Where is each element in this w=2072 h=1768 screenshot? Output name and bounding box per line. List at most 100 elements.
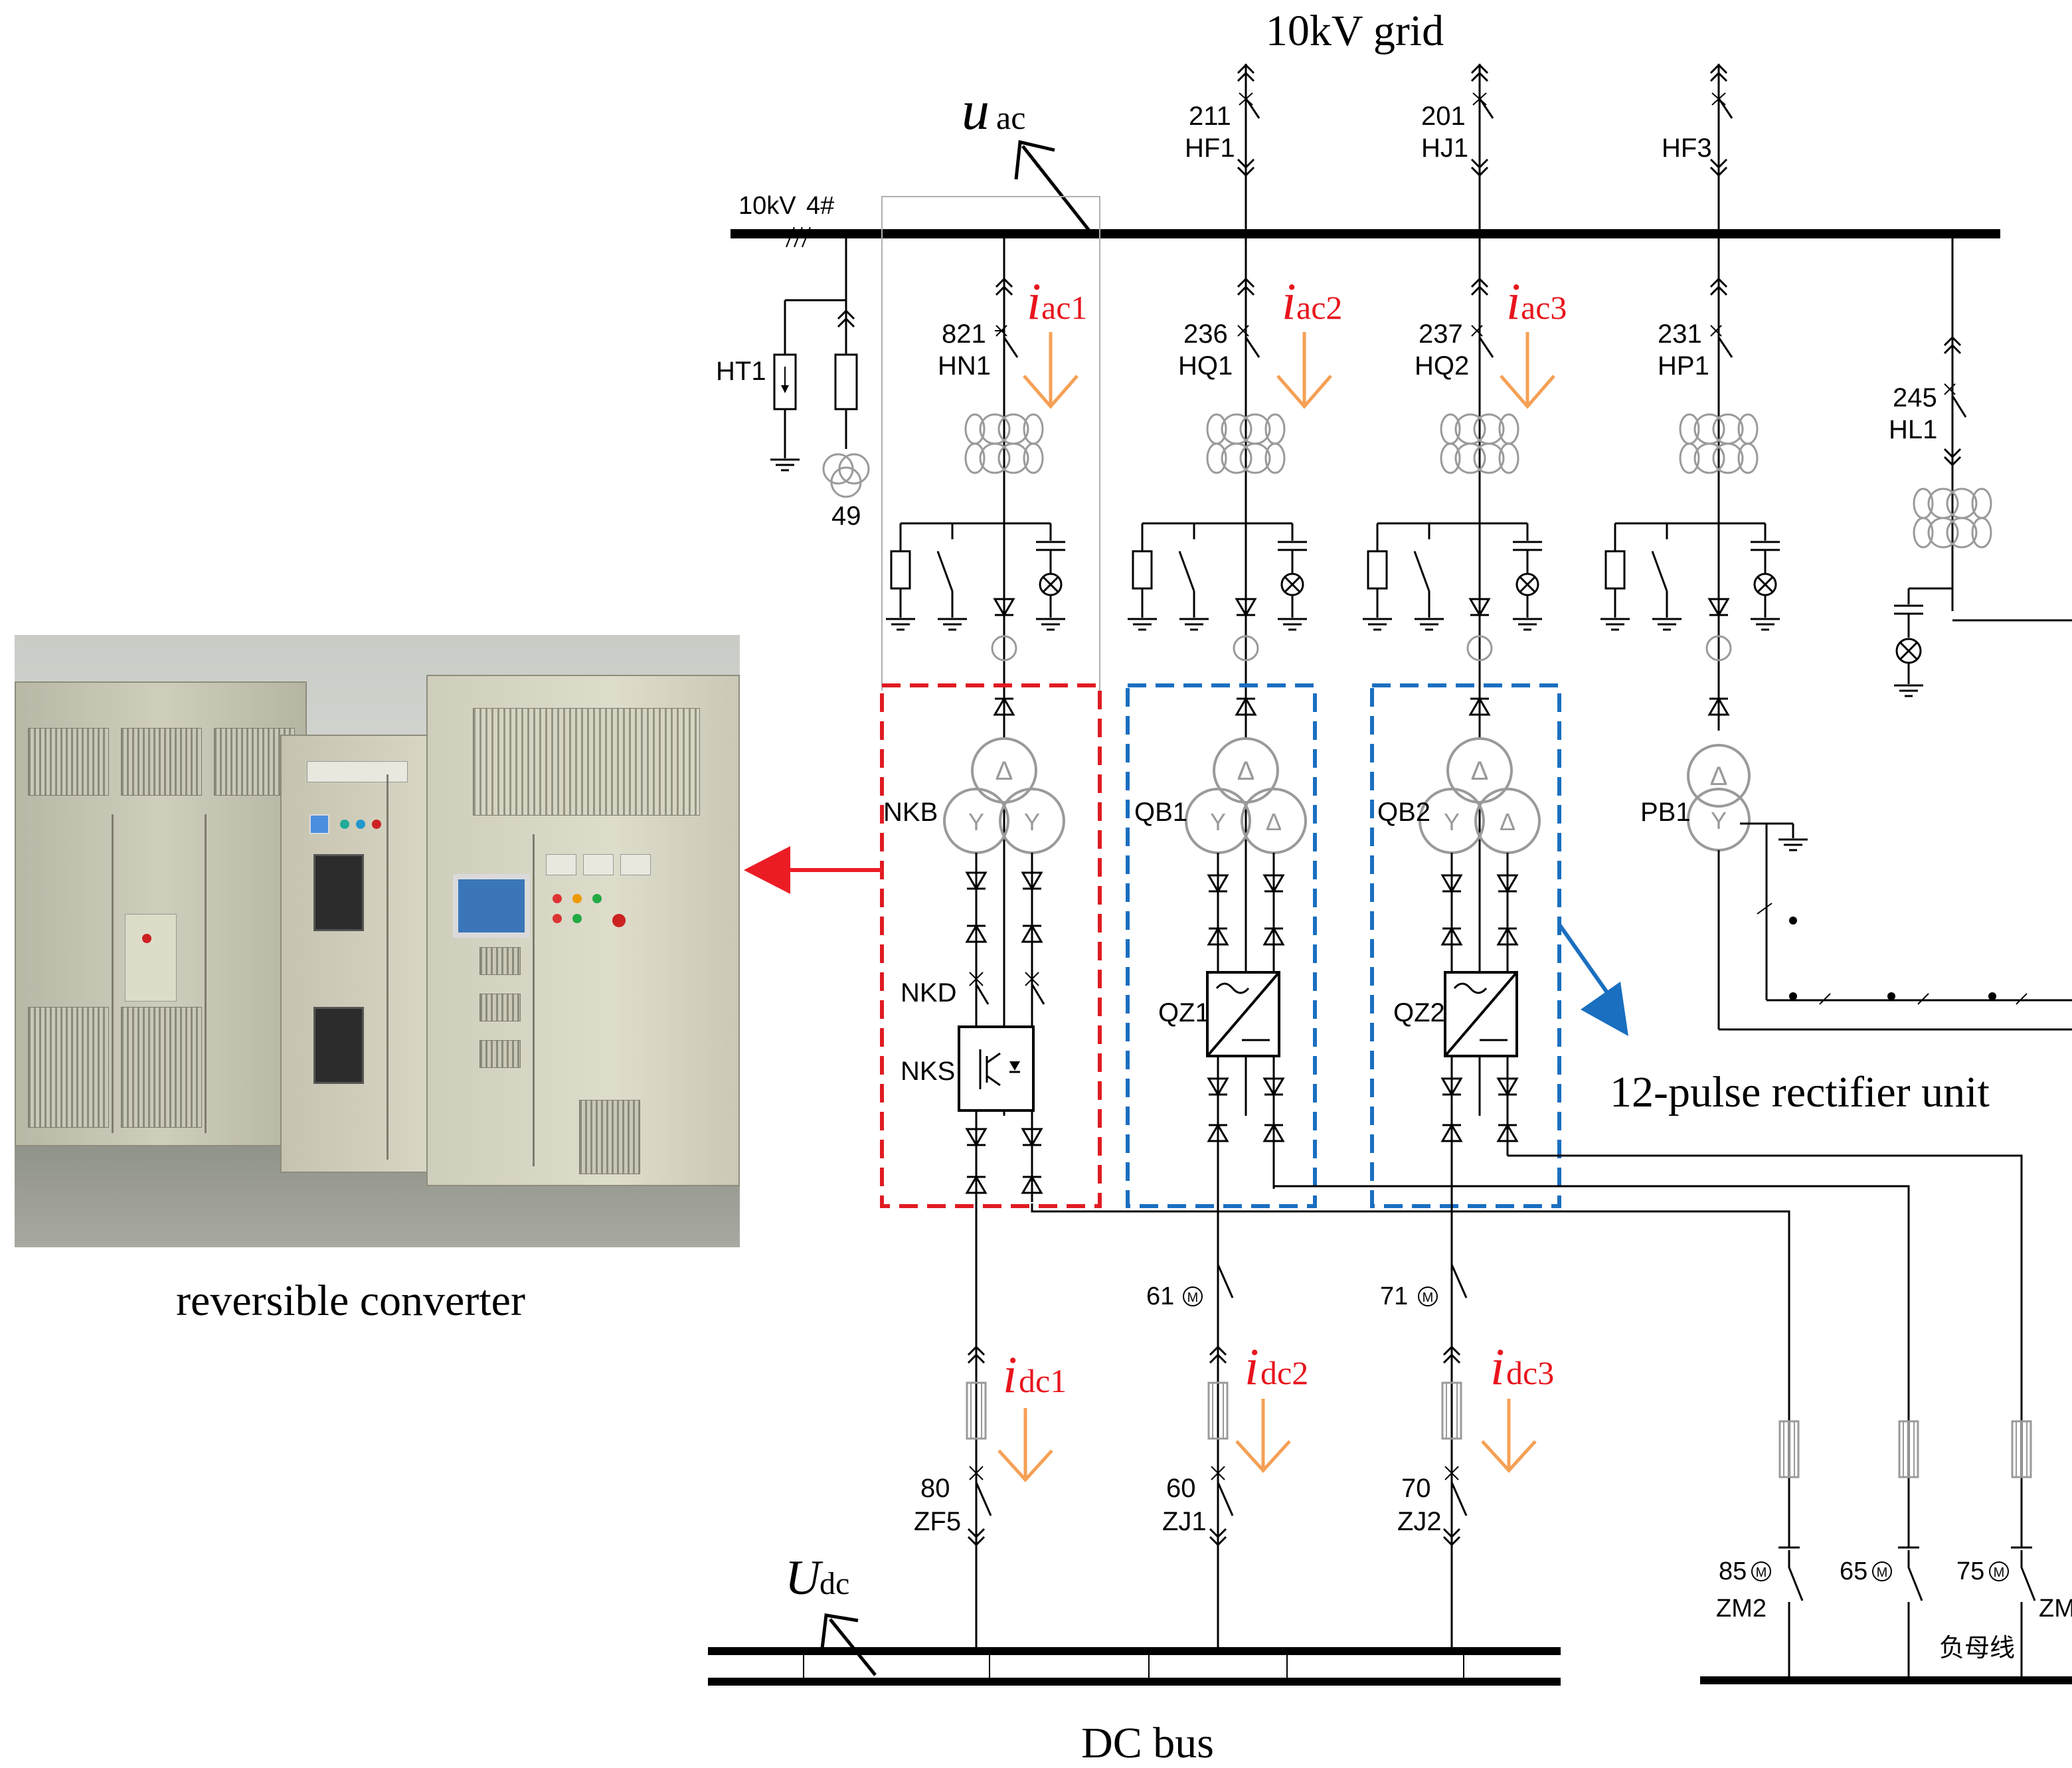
svg-text:HQ2: HQ2 [1415, 351, 1469, 381]
svg-text:ac3: ac3 [1521, 289, 1567, 326]
svg-text:NKD: NKD [901, 978, 956, 1008]
dc-bus [708, 1647, 1561, 1686]
svg-text:ZM: ZM [2039, 1595, 2072, 1623]
reversible-converter-label: reversible converter [176, 1277, 525, 1325]
svg-text:ZF5: ZF5 [914, 1507, 961, 1536]
transformer-nkb: Δ Y Y NKB [883, 697, 1065, 854]
svg-text:49: 49 [831, 501, 861, 531]
current-idc1: i dc1 [997, 1346, 1067, 1482]
svg-text:70: 70 [1401, 1474, 1431, 1503]
svg-text:236: 236 [1183, 319, 1228, 349]
svg-text:ac2: ac2 [1296, 289, 1342, 326]
feeder-enclosure [881, 196, 1100, 691]
svg-text:M: M [1994, 1565, 2005, 1580]
current-idc3: i dc3 [1481, 1338, 1554, 1473]
svg-text:dc2: dc2 [1260, 1354, 1308, 1391]
svg-text:ac: ac [996, 99, 1025, 136]
reversible-converter-photo [15, 635, 740, 1247]
svg-text:231: 231 [1658, 319, 1702, 349]
svg-text:QZ2: QZ2 [1393, 998, 1445, 1027]
blue-pointer-arrow [1557, 923, 1628, 1036]
svg-text:80: 80 [920, 1474, 950, 1503]
svg-text:ZM2: ZM2 [1716, 1595, 1767, 1623]
svg-text:Y: Y [1024, 808, 1040, 836]
svg-text:i: i [1245, 1338, 1259, 1395]
svg-text:61: 61 [1146, 1282, 1174, 1310]
current-idc2: i dc2 [1235, 1338, 1308, 1473]
svg-text:65: 65 [1840, 1557, 1867, 1585]
svg-text:HT1: HT1 [716, 357, 766, 386]
svg-text:Δ: Δ [1710, 762, 1728, 791]
svg-text:HN1: HN1 [938, 351, 991, 381]
udc-arrow [829, 1618, 877, 1676]
svg-text:Y: Y [1444, 808, 1460, 836]
svg-text:ZJ2: ZJ2 [1397, 1507, 1442, 1536]
svg-text:Δ: Δ [1471, 756, 1489, 786]
rectifier-unit-2-box [1370, 683, 1561, 1208]
feeder-hp1: 231 HP1 [1658, 234, 1759, 731]
bus-break-marks [786, 226, 811, 248]
bus-4-label: 4# [806, 192, 834, 220]
svg-text:M: M [1756, 1565, 1767, 1580]
svg-text:201: 201 [1421, 102, 1466, 131]
svg-text:ac1: ac1 [1041, 289, 1087, 326]
svg-text:237: 237 [1419, 319, 1463, 349]
svg-text:HL1: HL1 [1889, 415, 1937, 444]
svg-text:Δ: Δ [995, 756, 1013, 786]
svg-text:Y: Y [1210, 808, 1226, 836]
udc-label: U dc [785, 1551, 849, 1605]
svg-text:NKS: NKS [901, 1057, 955, 1086]
svg-text:QB2: QB2 [1377, 798, 1430, 827]
svg-text:HJ1: HJ1 [1421, 133, 1468, 163]
transformer-qb1: Δ Y Δ QB1 [1134, 697, 1307, 854]
dc-feeder-zj2: 71 M 70 ZJ2 [1380, 1202, 1468, 1650]
rectifier-unit-1-box [1126, 683, 1317, 1208]
svg-text:Δ: Δ [1237, 756, 1255, 786]
svg-text:245: 245 [1893, 383, 1937, 412]
feeder-hj1: 201 HJ1 [1421, 64, 1494, 238]
current-iac2: i ac2 [1276, 272, 1342, 409]
rectifier-qz2-internals: QZ2 [1393, 853, 1518, 1202]
svg-text:HF1: HF1 [1185, 133, 1235, 163]
svg-text:U: U [785, 1551, 823, 1605]
dc-bus-label: DC bus [1081, 1719, 1214, 1767]
feeder-hl1: 245 HL1 [1889, 229, 2072, 697]
svg-text:M: M [1877, 1565, 1888, 1580]
feeder-hn1: 821 HN1 [938, 229, 1044, 1116]
svg-text:i: i [1027, 272, 1041, 330]
uac-arrow [1021, 145, 1093, 235]
rectifier-qz1-internals: QZ1 [1158, 853, 1284, 1202]
svg-text:QB1: QB1 [1134, 798, 1187, 827]
feeder-ht1-pt: HT1 49 [716, 229, 870, 531]
reversible-converter-box [880, 683, 1102, 1208]
svg-text:NKB: NKB [883, 798, 938, 827]
feeder-hq1: 236 HQ1 [1178, 234, 1286, 1116]
svg-text:Δ: Δ [1500, 808, 1515, 836]
svg-text:dc1: dc1 [1019, 1362, 1067, 1399]
svg-text:i: i [1003, 1346, 1017, 1403]
svg-text:75: 75 [1956, 1557, 1984, 1585]
red-pointer-arrow [744, 846, 882, 894]
negative-return-wires: 85 M ZM2 65 M 75 M ZM 负母线 [1031, 1154, 2072, 1684]
negative-bus-label: 负母线 [1939, 1635, 2015, 1662]
svg-text:71: 71 [1380, 1282, 1408, 1310]
svg-text:85: 85 [1719, 1557, 1747, 1585]
feeder-hf1: 211 HF1 [1185, 64, 1260, 238]
svg-text:dc: dc [820, 1566, 849, 1601]
svg-text:821: 821 [942, 319, 986, 349]
svg-text:i: i [1490, 1338, 1505, 1395]
uac-arrowhead [1014, 139, 1055, 180]
svg-text:Y: Y [968, 808, 984, 836]
feeder-hf3: HF3 [1662, 64, 1733, 238]
svg-text:Δ: Δ [1266, 808, 1282, 836]
svg-text:HP1: HP1 [1658, 351, 1709, 381]
svg-text:M: M [1187, 1290, 1199, 1305]
udc-arrowhead [820, 1613, 859, 1649]
svg-text:60: 60 [1166, 1474, 1196, 1503]
svg-text:211: 211 [1189, 102, 1231, 131]
svg-text:M: M [1423, 1290, 1434, 1305]
uac-label: u ac [962, 80, 1025, 141]
feeder-hq2: 237 HQ2 [1415, 234, 1519, 1116]
dc-feeder-zf5: 80 ZF5 [914, 1202, 992, 1650]
bus-10kv-label: 10kV [738, 192, 796, 220]
